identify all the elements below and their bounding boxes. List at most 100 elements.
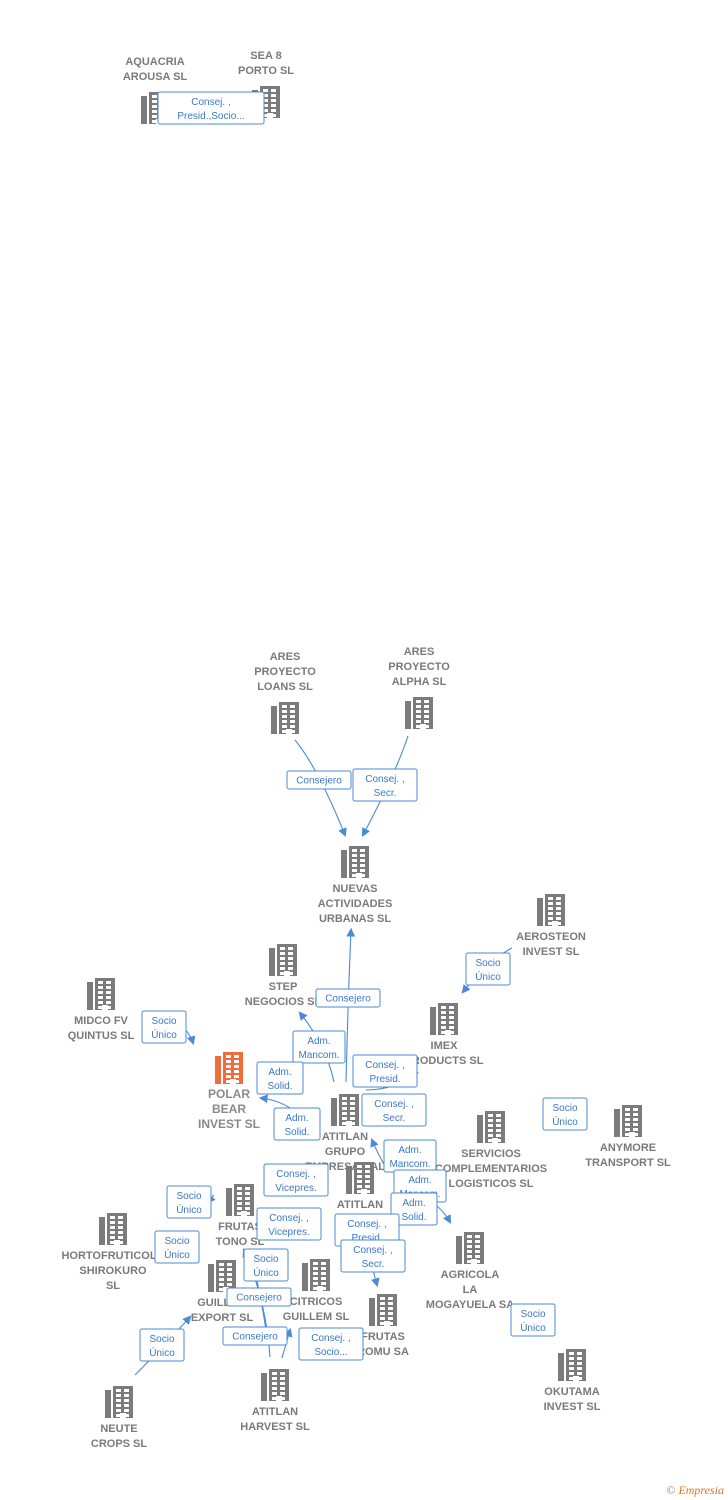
company-name-line: LA [463,1284,478,1296]
empresia-logo-text: Empresia [678,1483,724,1497]
company-name-line: ALPHA SL [392,676,447,688]
relation-label[interactable]: Adm.Mancom. [383,1139,437,1173]
company-name-line: GRUPO [325,1146,366,1158]
company-name-line: LOANS SL [257,681,313,693]
relation-label-text: Consejero [232,1332,278,1343]
relation-label[interactable]: Consej. ,Vicepres. [256,1207,322,1241]
relation-label-text: Secr. [374,788,397,799]
relation-label[interactable]: Consej. ,Vicepres. [263,1163,329,1197]
relation-label[interactable]: Consejero [226,1287,292,1307]
relation-label[interactable]: Consej. ,Presid. [334,1213,400,1247]
company-name-line: AGRICOLA [441,1269,500,1281]
relation-label-text: Socio [176,1191,201,1202]
company-name-line: IMEX [431,1040,459,1052]
company-name-line: PROYECTO [254,666,316,678]
company-name-line: ACTIVIDADES [318,898,393,910]
relation-label-text: Vicepres. [275,1183,317,1194]
company-node-agricola[interactable]: AGRICOLA LA MOGAYUELA SA [426,1232,514,1311]
relation-label[interactable]: Consejero [286,770,352,790]
relation-label-text: Único [164,1248,190,1261]
company-node-ares_alpha[interactable]: ARES PROYECTO ALPHA SL [388,646,450,729]
relation-label-text: Solid. [284,1127,309,1138]
company-name-line: INVEST SL [523,946,580,958]
company-name-line: INVEST SL [198,1117,260,1131]
relation-label[interactable]: Adm.Solid. [273,1107,321,1141]
building-icon [346,1162,374,1194]
building-icon [105,1386,133,1418]
relation-label[interactable]: Adm.Solid. [390,1192,438,1226]
building-icon [430,1003,458,1035]
company-name-line: PROYECTO [388,661,450,673]
relation-label-text: Presid. [351,1233,382,1244]
building-icon [456,1232,484,1264]
building-icon [302,1259,330,1291]
relation-label[interactable]: Consej. ,Secr. [361,1093,427,1127]
building-icon [261,1369,289,1401]
relation-label[interactable]: Adm.Solid. [256,1061,304,1095]
relation-label[interactable]: Consej. , Presid. [352,1054,418,1088]
relation-label-text: Adm. [408,1175,431,1186]
company-name-line: TRANSPORT SL [585,1157,671,1169]
relation-label-text: Único [552,1115,578,1128]
relation-label-text: Adm. [398,1145,421,1156]
relation-label-text: Consej. , [365,1060,404,1071]
relation-label-text: Único [149,1346,175,1359]
relation-label-text: Presid. [369,1074,400,1085]
company-name-line: SEA 8 [250,50,281,62]
relation-label[interactable]: Consej. ,Secr. [340,1239,406,1273]
relation-label[interactable]: Consejero [315,988,381,1008]
relation-label[interactable]: Consej. ,Presid.,Socio... [157,91,265,125]
company-node-neute[interactable]: NEUTE CROPS SL [91,1386,148,1450]
building-icon [269,944,297,976]
company-node-atitlan_b[interactable]: ATITLAN [337,1162,383,1211]
company-name-line: MOGAYUELA SA [426,1299,514,1311]
building-icon [208,1260,236,1292]
company-name-line: STEP [269,981,298,993]
relation-label[interactable]: Consej. ,Secr. [352,768,418,802]
company-name-line: FRUTAS [361,1331,405,1343]
building-icon [331,1094,359,1126]
relation-label[interactable]: Consejero [222,1326,288,1346]
company-name-line: CROPS SL [91,1438,148,1450]
company-name-line: URBANAS SL [319,913,391,925]
company-name-line: SHIROKURO [79,1265,147,1277]
company-name-line: HARVEST SL [240,1421,310,1433]
company-name-line: ATITLAN [322,1131,368,1143]
company-name-line: FRUTAS [218,1221,262,1233]
company-name-line: ARES [404,646,435,658]
relation-label-text: Consej. , [269,1213,308,1224]
company-name-line: EXPORT SL [191,1312,254,1324]
relation-label-text: Socio [475,958,500,969]
company-name-line: ROMU SA [357,1346,409,1358]
company-node-frutas_romu[interactable]: FRUTAS ROMU SA [357,1294,409,1358]
company-name-line: NEUTE [100,1423,137,1435]
relation-label[interactable]: Consej. ,Socio... [298,1327,364,1361]
relation-label[interactable]: Adm.Mancom. [292,1030,346,1064]
company-name-line: SERVICIOS [461,1148,521,1160]
relation-label-text: Consej. , [311,1333,350,1344]
